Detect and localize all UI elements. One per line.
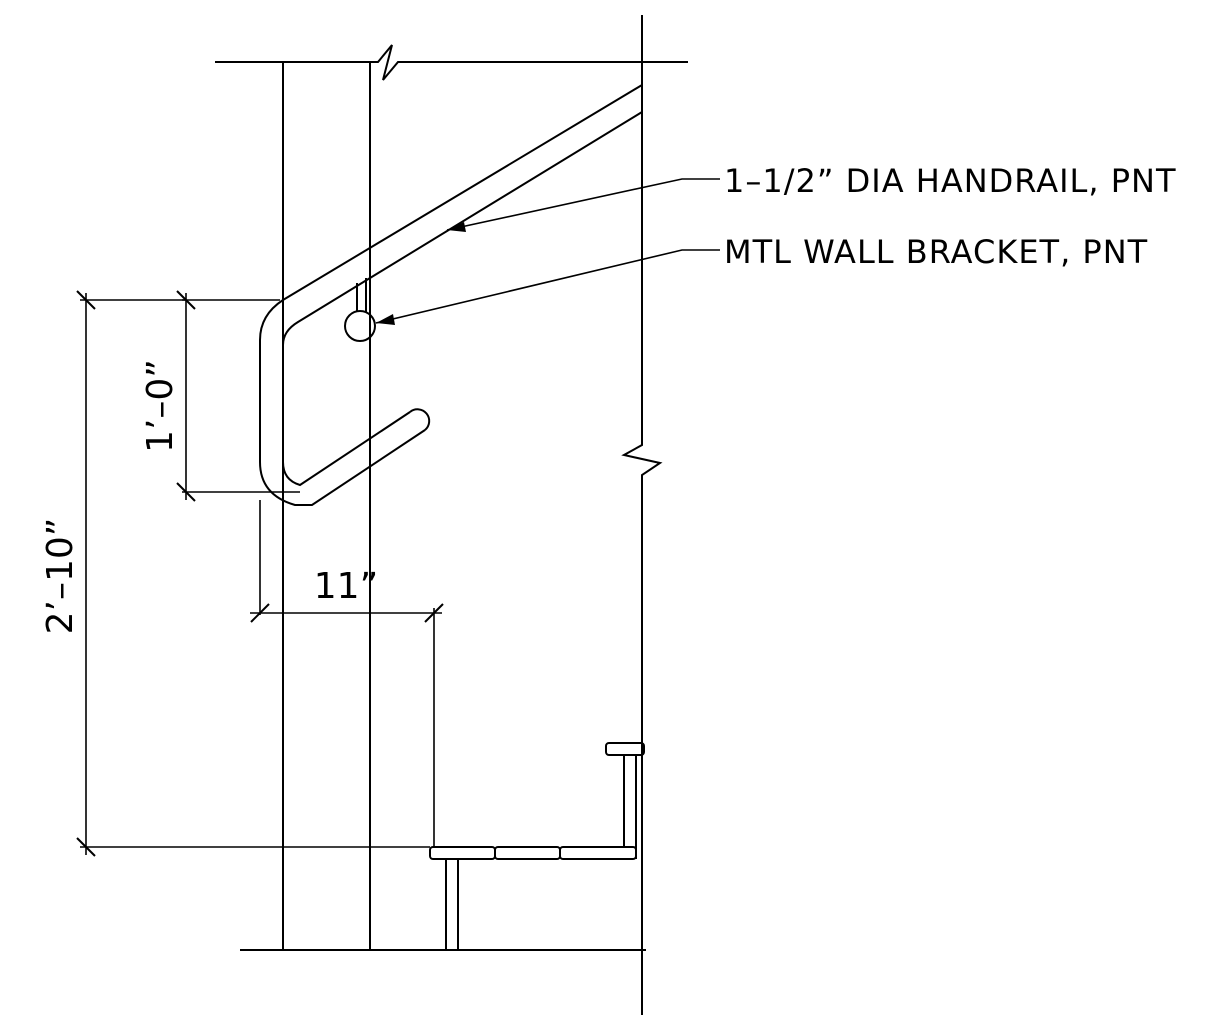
- dimension-label-rail-offset: 11”: [314, 566, 378, 607]
- wall-face-break-line: [621, 15, 663, 1015]
- dimension-rail-return: 1’–0”: [140, 290, 300, 502]
- bracket-callout: MTL WALL BRACKET, PNT: [724, 233, 1148, 271]
- dimension-label-overall-height: 2’–10”: [40, 518, 81, 635]
- handrail: [259, 84, 643, 506]
- dimension-rail-offset: 11”: [250, 500, 444, 847]
- dimension-overall-height: 2’–10”: [40, 290, 430, 857]
- bench: [429, 742, 645, 950]
- leader-lines: [375, 178, 720, 325]
- handrail-callout: 1–1/2” DIA HANDRAIL, PNT: [724, 162, 1177, 200]
- column-structure: [215, 44, 688, 950]
- dimension-label-rail-return: 1’–0”: [140, 359, 181, 453]
- wall-bracket: [344, 278, 376, 342]
- break-line-top: [215, 44, 688, 81]
